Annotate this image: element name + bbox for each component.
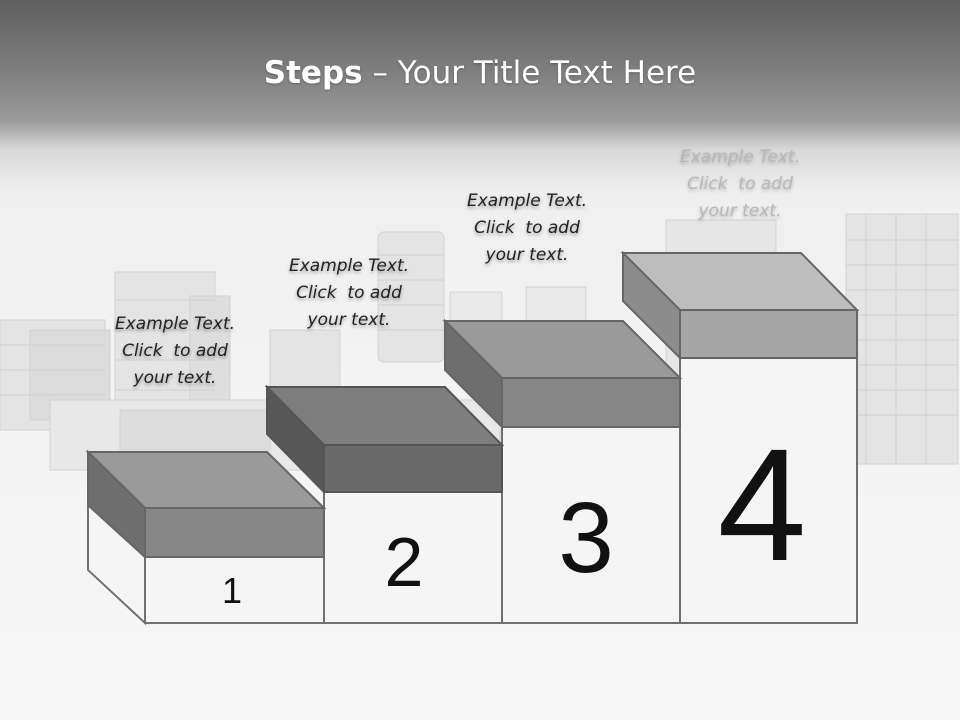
step-1-number: 1 [222,570,242,611]
step-2-caption-line3: your text. [307,310,391,330]
step-4-number: 4 [718,415,807,594]
step-2-caption-line1: Example Text. [288,256,410,276]
step-3-caption[interactable]: Example Text. Click to add your text. [437,188,617,269]
slide-title[interactable]: Steps – Your Title Text Here [0,55,960,91]
step-2-slab[interactable] [264,384,505,495]
step-2-caption-line2: Click to add [296,283,402,303]
step-3-number: 3 [558,482,614,594]
step-2-caption[interactable]: Example Text. Click to add your text. [259,253,439,334]
step-1-caption-line2: Click to add [122,341,228,361]
step-1-caption-line3: your text. [133,368,217,388]
step-4-caption-line3: your text. [698,201,782,221]
step-1-slab[interactable] [85,449,327,560]
step-4-caption-line2: Click to add [687,174,793,194]
step-4-caption-line1: Example Text. [679,147,801,167]
step-4-slab[interactable] [620,250,860,361]
step-3-caption-line2: Click to add [474,218,580,238]
step-3-caption-line3: your text. [485,245,569,265]
step-1-caption[interactable]: Example Text. Click to add your text. [85,311,265,392]
step-1-caption-line1: Example Text. [114,314,236,334]
step-2-number: 2 [385,523,424,601]
step-3-caption-line1: Example Text. [466,191,588,211]
title-bold-part: Steps [263,55,363,91]
step-3-slab[interactable] [442,318,683,430]
step-1-column [87,502,325,626]
step-4-caption[interactable]: Example Text. Click to add your text. [650,144,830,225]
title-rest-part: – Your Title Text Here [362,55,697,91]
